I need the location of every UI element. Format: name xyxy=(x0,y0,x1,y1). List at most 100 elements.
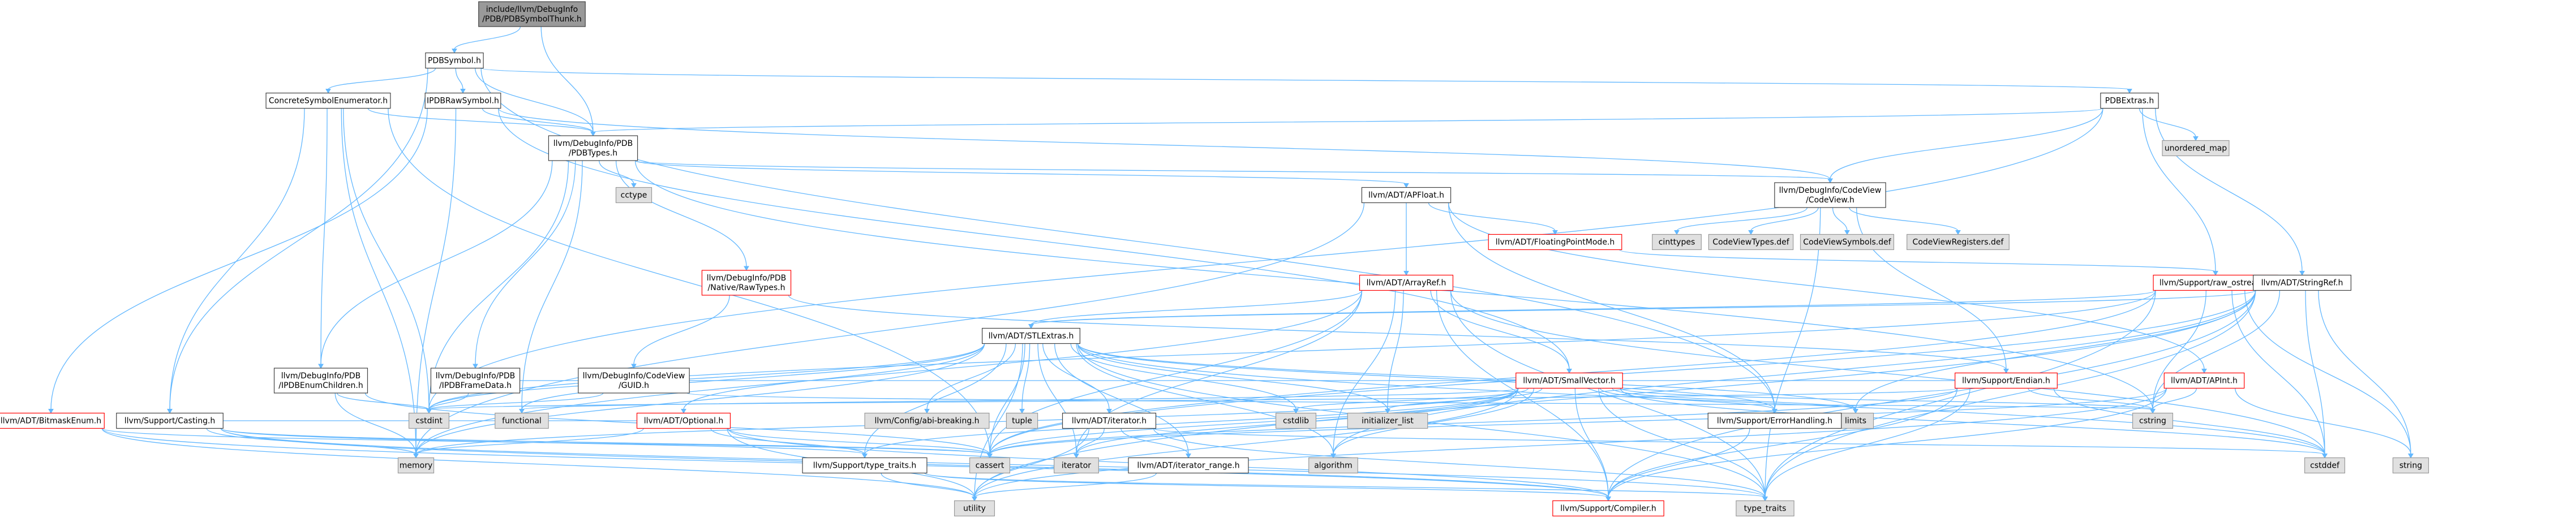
edge-arrowhead xyxy=(1762,497,1768,502)
node-label-functional: functional xyxy=(502,417,542,426)
node-box-codeview xyxy=(1774,182,1886,208)
edge-adtiterator-to-iterator xyxy=(1074,428,1105,459)
edge-optional-to-typetraits_llvm xyxy=(710,428,868,459)
node-pdbtypes[interactable]: llvm/DebugInfo/PDB/PDBTypes.h xyxy=(548,135,638,161)
node-label-endian: llvm/Support/Endian.h xyxy=(1962,377,2050,386)
edge-arrayref-to-smallvector xyxy=(1430,290,1572,374)
node-box-string xyxy=(2392,457,2429,474)
node-casting[interactable]: llvm/Support/Casting.h xyxy=(116,412,224,429)
node-cstdint: cstdint xyxy=(408,412,450,429)
node-label-unordered_map: unordered_map xyxy=(2165,144,2227,153)
node-rawostream[interactable]: llvm/Support/raw_ostream.h xyxy=(2153,274,2278,291)
node-type_traits: type_traits xyxy=(1736,500,1794,517)
node-box-arrayref xyxy=(1359,274,1454,291)
node-cctype: cctype xyxy=(615,187,652,204)
node-endian[interactable]: llvm/Support/Endian.h xyxy=(1955,372,2058,389)
node-box-cvsymdef xyxy=(1800,234,1895,251)
node-ipdbframe[interactable]: llvm/DebugInfo/PDB/IPDBFrameData.h xyxy=(430,368,521,394)
edge-arrowhead xyxy=(1028,324,1034,329)
edge-stringref-to-algorithm xyxy=(1330,290,2256,459)
node-box-root xyxy=(478,1,586,27)
node-box-ipdbraw xyxy=(424,92,501,109)
node-root[interactable]: include/llvm/DebugInfo/PDB/PDBSymbolThun… xyxy=(478,1,586,27)
node-arrayref[interactable]: llvm/ADT/ArrayRef.h xyxy=(1359,274,1454,291)
edge-guid-to-cstdint xyxy=(426,392,604,414)
edge-arrowhead xyxy=(2150,409,2156,414)
node-cinttypes: cinttypes xyxy=(1652,234,1702,251)
edge-arrowhead xyxy=(987,454,993,459)
node-box-algorithm xyxy=(1308,457,1358,474)
node-concrete[interactable]: ConcreteSymbolEnumerator.h xyxy=(265,92,391,109)
node-typetraits_llvm[interactable]: llvm/Support/type_traits.h xyxy=(802,457,928,474)
edge-arrowhead xyxy=(325,89,331,94)
node-utility: utility xyxy=(954,500,995,517)
node-errorhandling[interactable]: llvm/Support/ErrorHandling.h xyxy=(1707,412,1842,429)
node-label-root: /PDB/PDBSymbolThunk.h xyxy=(482,15,582,24)
node-apint[interactable]: llvm/ADT/APInt.h xyxy=(2163,372,2245,389)
node-label-bitmask: llvm/ADT/BitmaskEnum.h xyxy=(1,417,101,426)
edge-concrete-to-cassert xyxy=(388,108,993,459)
node-iterrange[interactable]: llvm/ADT/iterator_range.h xyxy=(1128,457,1249,474)
node-compiler[interactable]: llvm/Support/Compiler.h xyxy=(1552,500,1664,517)
node-stlextras[interactable]: llvm/ADT/STLExtras.h xyxy=(981,327,1080,344)
edge-ipdbraw-to-memory xyxy=(413,108,457,459)
node-guid[interactable]: llvm/DebugInfo/CodeView/GUID.h xyxy=(578,368,690,394)
nodes-layer: include/llvm/DebugInfo/PDB/PDBSymbolThun… xyxy=(0,1,2429,517)
node-box-compiler xyxy=(1552,500,1664,517)
node-stringref[interactable]: llvm/ADT/StringRef.h xyxy=(2253,274,2352,291)
edge-arrowhead xyxy=(2003,369,2009,374)
node-label-stlextras: llvm/ADT/STLExtras.h xyxy=(989,332,1074,341)
node-smallvector[interactable]: llvm/ADT/SmallVector.h xyxy=(1515,372,1623,389)
node-cvsymdef: CodeViewSymbols.def xyxy=(1800,234,1895,251)
node-box-adtiterator xyxy=(1062,412,1157,429)
edge-smallvector-to-type_traits xyxy=(1598,388,1768,502)
node-cassert: cassert xyxy=(969,457,1011,474)
node-box-endian xyxy=(1955,372,2058,389)
node-box-type_traits xyxy=(1736,500,1794,517)
node-box-cvtypesdef xyxy=(1708,234,1794,251)
node-label-abibreak: llvm/Config/abi-breaking.h xyxy=(874,417,979,426)
node-codeview[interactable]: llvm/DebugInfo/CodeView/CodeView.h xyxy=(1774,182,1886,208)
node-apfloat[interactable]: llvm/ADT/APFloat.h xyxy=(1361,187,1452,204)
edge-adtiterator-to-iterrange xyxy=(1120,428,1191,459)
edge-endian-to-cstdint xyxy=(426,387,1958,414)
edge-arrowhead xyxy=(1403,271,1409,276)
node-box-cstdint xyxy=(408,412,450,429)
edge-codeview-to-endian xyxy=(1856,207,2009,374)
node-label-tuple: tuple xyxy=(1012,417,1032,426)
edge-arrowhead xyxy=(413,454,419,459)
node-ipdbraw[interactable]: IPDBRawSymbol.h xyxy=(424,92,501,109)
node-ipdbenum[interactable]: llvm/DebugInfo/PDB/IPDBEnumChildren.h xyxy=(273,368,368,394)
node-box-fpmode xyxy=(1488,234,1622,251)
edge-arrowhead xyxy=(318,364,324,369)
node-fpmode[interactable]: llvm/ADT/FloatingPointMode.h xyxy=(1488,234,1622,251)
node-pdbextras[interactable]: PDBExtras.h xyxy=(2100,92,2159,109)
node-label-memory: memory xyxy=(400,461,433,470)
node-label-adtiterator: llvm/ADT/iterator.h xyxy=(1072,417,1147,426)
node-box-functional xyxy=(495,412,549,429)
node-box-ipdbframe xyxy=(430,368,521,394)
edge-pdbtypes-to-cctype xyxy=(599,160,637,188)
node-pdbsymbol[interactable]: PDBSymbol.h xyxy=(425,52,484,69)
node-box-apfloat xyxy=(1361,187,1452,204)
edge-pdbsymbol-to-ipdbraw xyxy=(455,68,466,94)
node-cstdlib: cstdlib xyxy=(1275,412,1317,429)
edge-typetraits_llvm-to-compiler xyxy=(924,472,1611,502)
edge-arrowhead xyxy=(2127,89,2132,94)
node-bitmask[interactable]: llvm/ADT/BitmaskEnum.h xyxy=(0,412,105,429)
node-label-apint: llvm/ADT/APInt.h xyxy=(2171,377,2238,386)
edge-arrowhead xyxy=(1772,409,1778,414)
node-optional[interactable]: llvm/ADT/Optional.h xyxy=(636,412,731,429)
node-box-smallvector xyxy=(1515,372,1623,389)
node-nativeraw[interactable]: llvm/DebugInfo/PDB/Native/RawTypes.h xyxy=(701,270,792,296)
node-adtiterator[interactable]: llvm/ADT/iterator.h xyxy=(1062,412,1157,429)
edge-arrowhead xyxy=(2213,271,2218,276)
node-cvtypesdef: CodeViewTypes.def xyxy=(1708,234,1794,251)
edge-adtiterator-to-cstddef xyxy=(1153,428,2328,459)
edge-arrowhead xyxy=(1403,183,1409,188)
edge-smallvector-to-functional xyxy=(519,387,1519,414)
node-label-pdbsymbol: PDBSymbol.h xyxy=(428,57,481,66)
edge-arrowhead xyxy=(631,183,637,188)
node-functional: functional xyxy=(495,412,549,429)
